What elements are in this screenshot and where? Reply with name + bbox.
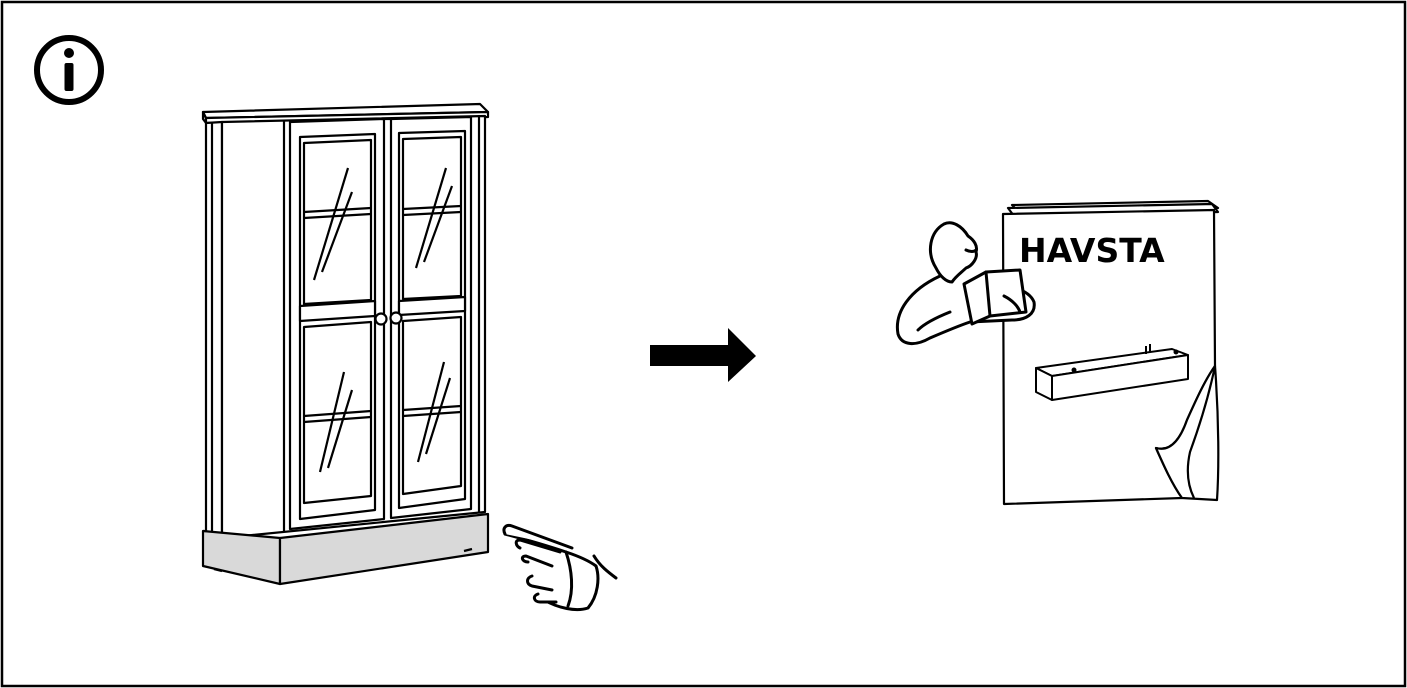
- door-knob-right: [389, 311, 403, 325]
- right-arrow-icon: [650, 328, 756, 382]
- reading-person-icon: [895, 221, 1036, 345]
- pointing-hand-icon: [502, 524, 618, 612]
- right-door: [389, 115, 473, 520]
- cover-part-illustration: [1035, 344, 1189, 401]
- manual-title: HAVSTA: [1019, 231, 1165, 270]
- door-knob-left: [374, 312, 388, 326]
- cabinet-illustration: [201, 102, 490, 586]
- info-icon: [34, 35, 104, 105]
